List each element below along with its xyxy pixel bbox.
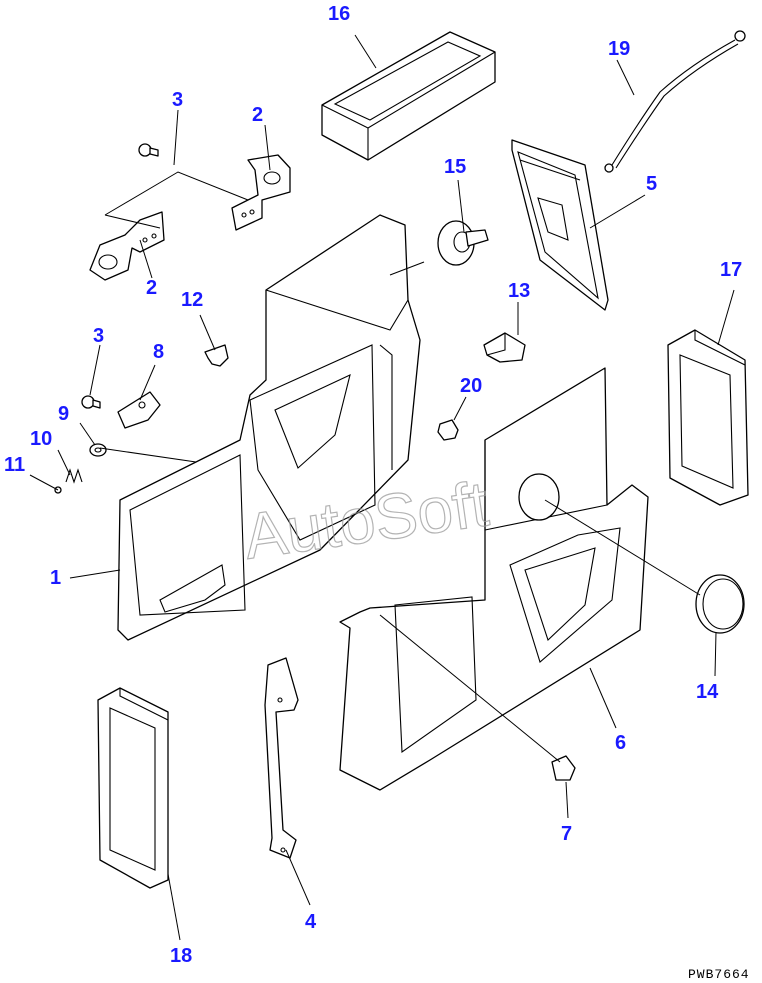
part-4-rod [264, 657, 299, 859]
part-2-bracket-lower [89, 211, 165, 281]
part-14-cap [695, 574, 745, 634]
part-10-spring [65, 468, 83, 484]
callout-18: 18 [170, 945, 192, 967]
callout-5: 5 [646, 173, 657, 195]
callout-15: 15 [444, 156, 466, 178]
part-9-bushing [89, 443, 107, 457]
part-6-case-lower [339, 367, 649, 791]
part-16-duct-frame [321, 31, 496, 161]
callout-11: 11 [4, 454, 25, 476]
callout-9: 9 [58, 403, 69, 425]
part-5-louver-panel [511, 139, 609, 311]
callout-7: 7 [561, 823, 572, 845]
callout-10: 10 [30, 428, 52, 450]
part-15-grommet [437, 220, 489, 266]
part-1-main-case [117, 214, 421, 641]
callout-1: 1 [50, 567, 61, 589]
callout-13: 13 [508, 280, 530, 302]
part-13-actuator [483, 332, 526, 363]
part-17-duct-frame [667, 329, 749, 506]
callout-6: 6 [615, 732, 626, 754]
callout-19: 19 [608, 38, 630, 60]
callout-3-upper: 3 [172, 89, 183, 111]
drawing-code: PWB7664 [688, 967, 750, 982]
part-18-duct-frame [97, 687, 169, 889]
part-3-bolt-lower [81, 395, 101, 409]
part-3-bolt-upper [138, 143, 159, 157]
callout-16: 16 [328, 3, 350, 25]
callout-17: 17 [720, 259, 742, 281]
callout-8: 8 [153, 341, 164, 363]
part-7-knob [551, 755, 576, 781]
part-2-bracket-upper [231, 154, 291, 231]
callout-2-upper: 2 [252, 104, 263, 126]
part-12-clip [204, 344, 229, 367]
part-19-cable [604, 30, 746, 173]
callout-4: 4 [305, 911, 317, 933]
callout-2-lower: 2 [146, 277, 157, 299]
part-8-plate [117, 391, 161, 429]
callout-20: 20 [460, 375, 482, 397]
callout-3-lower: 3 [93, 325, 104, 347]
part-20-nut [437, 419, 459, 441]
callout-14: 14 [696, 681, 719, 703]
callout-12: 12 [181, 289, 203, 311]
